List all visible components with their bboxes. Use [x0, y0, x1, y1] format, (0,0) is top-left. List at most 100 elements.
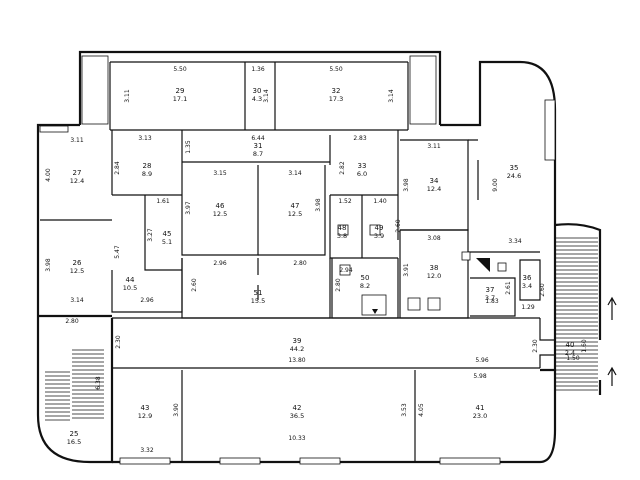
- room-number: 31: [254, 142, 263, 150]
- dimension-label: 1.61: [156, 198, 170, 205]
- room-area: 12.4: [427, 185, 441, 193]
- dimension-label: 3.98: [315, 198, 322, 212]
- room-area: 17.3: [329, 95, 343, 103]
- dimension-label: 1.83: [485, 298, 499, 305]
- room-area: 3.7: [485, 294, 495, 302]
- room-number: 27: [73, 169, 82, 177]
- fixtures: [337, 224, 507, 316]
- room-number: 36: [523, 274, 532, 282]
- dimension-label: 2.83: [353, 135, 367, 142]
- dimension-label: 3.13: [138, 135, 152, 142]
- dimension-label: 2.96: [140, 297, 154, 304]
- dimension-label: 2.60: [191, 278, 198, 292]
- room-number: 48: [338, 224, 347, 232]
- dimension-label: 2.80: [293, 260, 307, 267]
- dimension-label: 1.52: [338, 198, 352, 205]
- dimension-label: 1.29: [521, 304, 535, 311]
- dimension-label: 1.40: [373, 198, 387, 205]
- room-number: 45: [163, 230, 172, 238]
- dimension-label: 3.90: [173, 403, 180, 417]
- stair-arrows: [607, 296, 617, 386]
- room-area: 3.4: [522, 282, 532, 290]
- dimension-label: 3.14: [288, 170, 302, 177]
- room-number: 40: [566, 341, 575, 349]
- dimension-label: 3.14: [388, 89, 395, 103]
- dimension-label: 2.82: [339, 161, 346, 175]
- dimension-label: 3.97: [185, 201, 192, 215]
- dimension-label: 2.84: [114, 161, 121, 175]
- dimension-label: 3.34: [508, 238, 522, 245]
- dimension-label: 3.08: [427, 235, 441, 242]
- dimension-label: 3.14: [263, 89, 270, 103]
- room-number: 44: [126, 276, 135, 284]
- room-area: 8.7: [253, 150, 263, 158]
- room-number: 32: [332, 87, 341, 95]
- dimension-label: 1.50: [566, 355, 580, 362]
- room-area: 6.0: [357, 170, 367, 178]
- dimension-label: 6.44: [251, 135, 265, 142]
- dimension-label: 3.11: [124, 89, 131, 103]
- room-number: 26: [73, 259, 82, 267]
- dimension-label: 3.91: [403, 263, 410, 277]
- dimension-label: 5.47: [114, 245, 121, 259]
- room-number: 29: [176, 87, 185, 95]
- room-area: 12.9: [138, 412, 152, 420]
- dimension-label: 3.11: [70, 137, 84, 144]
- room-area: 5.1: [162, 238, 172, 246]
- dimension-label: 3.14: [70, 297, 84, 304]
- dimension-label: 3.27: [147, 228, 154, 242]
- dimension-label: 2.30: [532, 339, 539, 353]
- room-area: 12.0: [427, 272, 441, 280]
- stairs-left: [45, 349, 104, 421]
- dimension-label: 2.94: [339, 267, 353, 274]
- room-area: 12.5: [288, 210, 302, 218]
- room-number: 43: [141, 404, 150, 412]
- room-number: 50: [361, 274, 370, 282]
- dimension-label: 2.80: [335, 278, 342, 292]
- dimension-label: 2.80: [65, 318, 79, 325]
- dimension-label: 5.50: [173, 66, 187, 73]
- room-number: 35: [510, 164, 519, 172]
- room-number: 25: [70, 430, 79, 438]
- stairs-right: [556, 237, 598, 391]
- dimension-label: 2.61: [505, 281, 512, 295]
- room-number: 51: [254, 289, 263, 297]
- room-area: 8.9: [142, 170, 152, 178]
- dimension-label: 1.36: [251, 66, 265, 73]
- room-area: 2.4: [565, 349, 575, 357]
- dimension-label: 9.00: [492, 178, 499, 192]
- dimension-label: 4.05: [418, 403, 425, 417]
- dimension-label: 3.53: [401, 403, 408, 417]
- room-number: 39: [293, 337, 302, 345]
- dimension-label: 2.30: [115, 335, 122, 349]
- room-number: 47: [291, 202, 300, 210]
- room-area: 17.1: [173, 95, 187, 103]
- room-area: 8.2: [360, 282, 370, 290]
- dimension-label: 2.60: [395, 219, 402, 233]
- dimension-label: 1.35: [185, 140, 192, 154]
- dimension-label: 3.32: [140, 447, 154, 454]
- dimension-label: 3.98: [403, 178, 410, 192]
- exterior-walls: [36, 50, 602, 464]
- dimension-label: 3.15: [213, 170, 227, 177]
- room-number: 49: [375, 224, 384, 232]
- room-area: 36.5: [290, 412, 304, 420]
- dimension-label: 5.98: [473, 373, 487, 380]
- room-number: 38: [430, 264, 439, 272]
- dimension-label: 2.60: [539, 283, 546, 297]
- room-area: 12.4: [70, 177, 84, 185]
- dimension-label: 6.38: [95, 376, 102, 390]
- room-area: 4.3: [252, 95, 262, 103]
- windows: [39, 55, 556, 465]
- room-area: 10.5: [123, 284, 137, 292]
- room-area: 16.5: [67, 438, 81, 446]
- room-number: 33: [358, 162, 367, 170]
- dimension-label: 3.98: [45, 258, 52, 272]
- room-area: 15.5: [251, 297, 265, 305]
- room-area: 12.5: [213, 210, 227, 218]
- room-number: 46: [216, 202, 225, 210]
- dimension-label: 5.96: [475, 357, 489, 364]
- interior-walls: [40, 61, 556, 462]
